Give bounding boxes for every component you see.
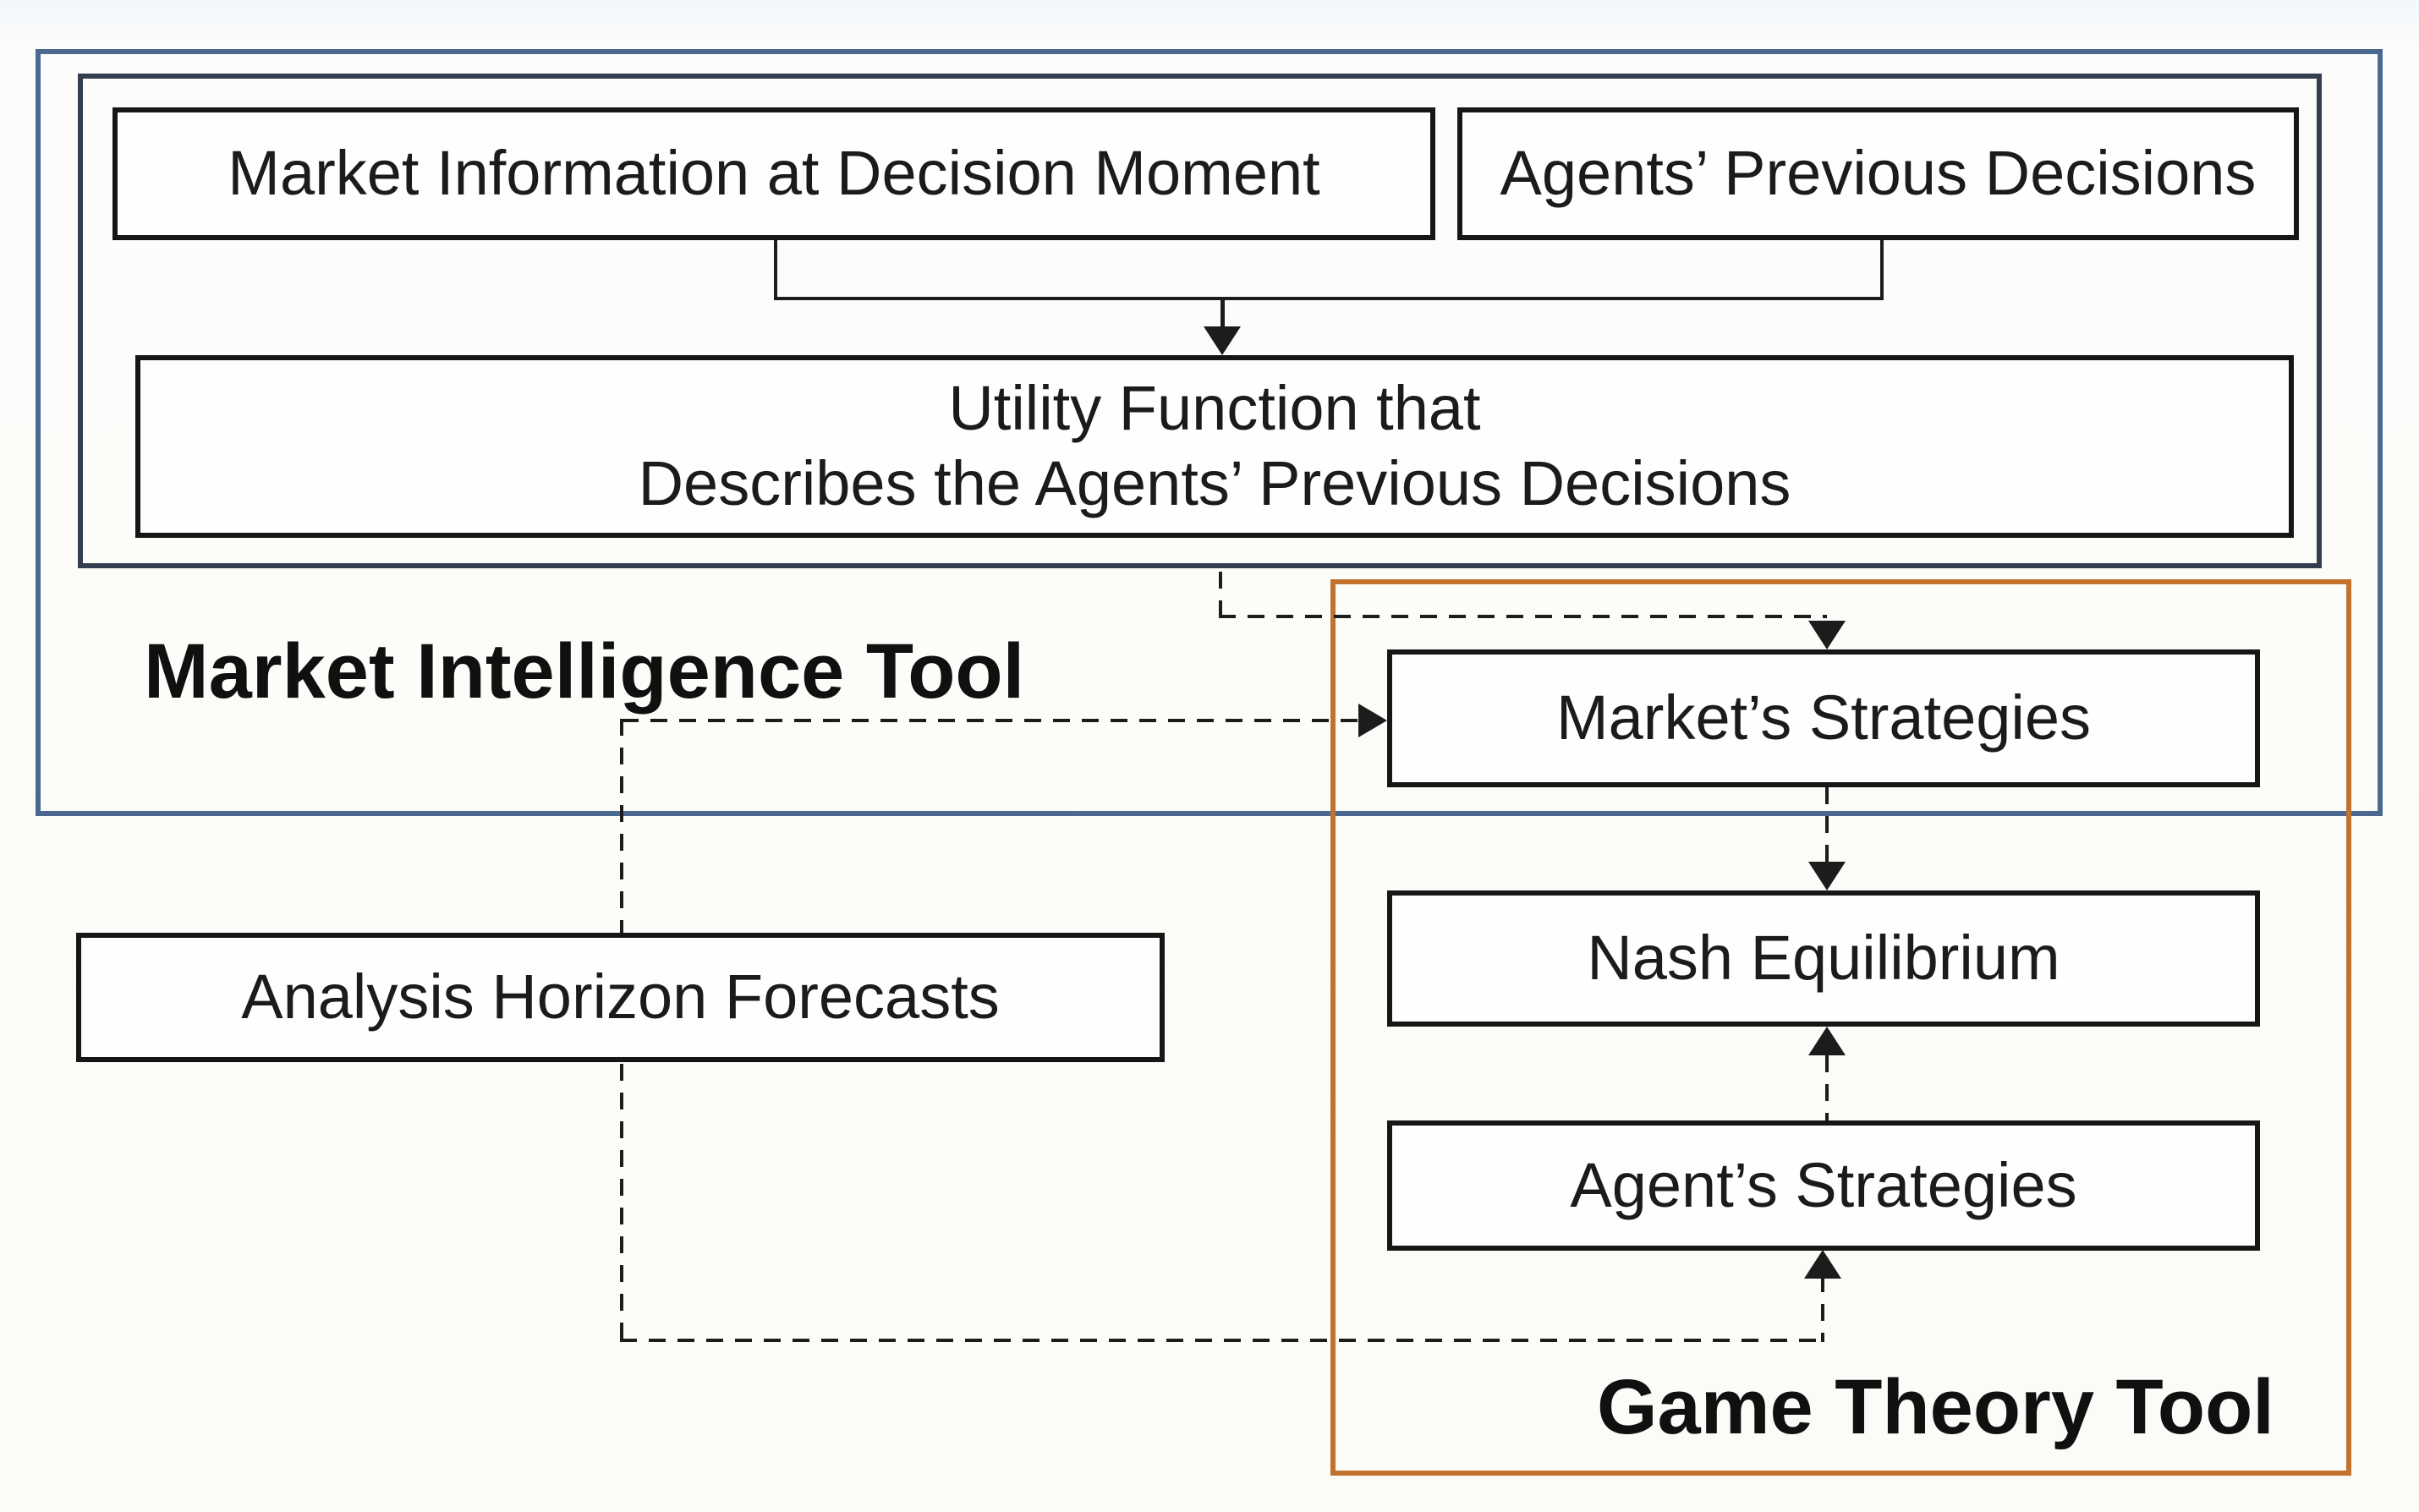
connector-agents-previous-drop	[1880, 240, 1884, 300]
node-market-information: Market Information at Decision Moment	[112, 107, 1435, 240]
label-game-theory-tool: Game Theory Tool	[1597, 1364, 2274, 1450]
node-nash-equilibrium: Nash Equilibrium	[1387, 890, 2260, 1027]
connector-agent-strategies-to-nash	[1825, 1055, 1829, 1120]
arrow-into-market-strategies-top	[1808, 621, 1846, 649]
label-market-intelligence-tool: Market Intelligence Tool	[144, 628, 1025, 715]
node-agents-previous-decisions: Agents’ Previous Decisions	[1457, 107, 2299, 240]
connector-utility-to-market-strategies-drop	[1219, 572, 1222, 617]
node-utility-function: Utility Function that Describes the Agen…	[135, 355, 2294, 538]
node-market-strategies-label: Market’s Strategies	[1556, 682, 2091, 753]
group-game-theory-tool	[1330, 579, 2351, 1476]
node-agent-strategies-label: Agent’s Strategies	[1570, 1149, 2077, 1220]
group-market-intelligence-tool	[36, 49, 2383, 816]
node-market-information-label: Market Information at Decision Moment	[228, 138, 1320, 209]
node-analysis-horizon-forecasts: Analysis Horizon Forecasts	[76, 933, 1165, 1062]
connector-merge-horizontal	[774, 297, 1884, 300]
node-utility-function-line2: Describes the Agents’ Previous Decisions	[638, 448, 1791, 518]
connector-into-agent-strategies-riser	[1821, 1275, 1824, 1342]
node-utility-function-line1: Utility Function that	[948, 373, 1481, 444]
connector-forecasts-to-market-strategies	[622, 719, 1360, 722]
group-top-section	[78, 74, 2322, 568]
arrow-into-utility-head	[1204, 326, 1241, 355]
connector-market-info-drop	[774, 240, 777, 300]
arrow-into-nash-bottom	[1808, 1027, 1846, 1055]
connector-utility-to-market-strategies-horizontal	[1219, 615, 1827, 618]
connector-market-strategies-to-nash	[1825, 787, 1829, 863]
arrow-into-agent-strategies-bottom	[1804, 1250, 1841, 1279]
arrow-into-market-strategies-left	[1358, 704, 1387, 737]
node-market-strategies: Market’s Strategies	[1387, 649, 2260, 787]
node-analysis-horizon-forecasts-label: Analysis Horizon Forecasts	[241, 961, 1000, 1033]
node-agents-previous-decisions-label: Agents’ Previous Decisions	[1500, 138, 2257, 209]
node-nash-equilibrium-label: Nash Equilibrium	[1587, 923, 2060, 994]
connector-forecasts-bottom-horizontal	[620, 1339, 1824, 1342]
arrow-into-utility-shaft	[1220, 297, 1225, 331]
arrow-into-nash-top	[1808, 862, 1846, 890]
node-agent-strategies: Agent’s Strategies	[1387, 1120, 2260, 1251]
